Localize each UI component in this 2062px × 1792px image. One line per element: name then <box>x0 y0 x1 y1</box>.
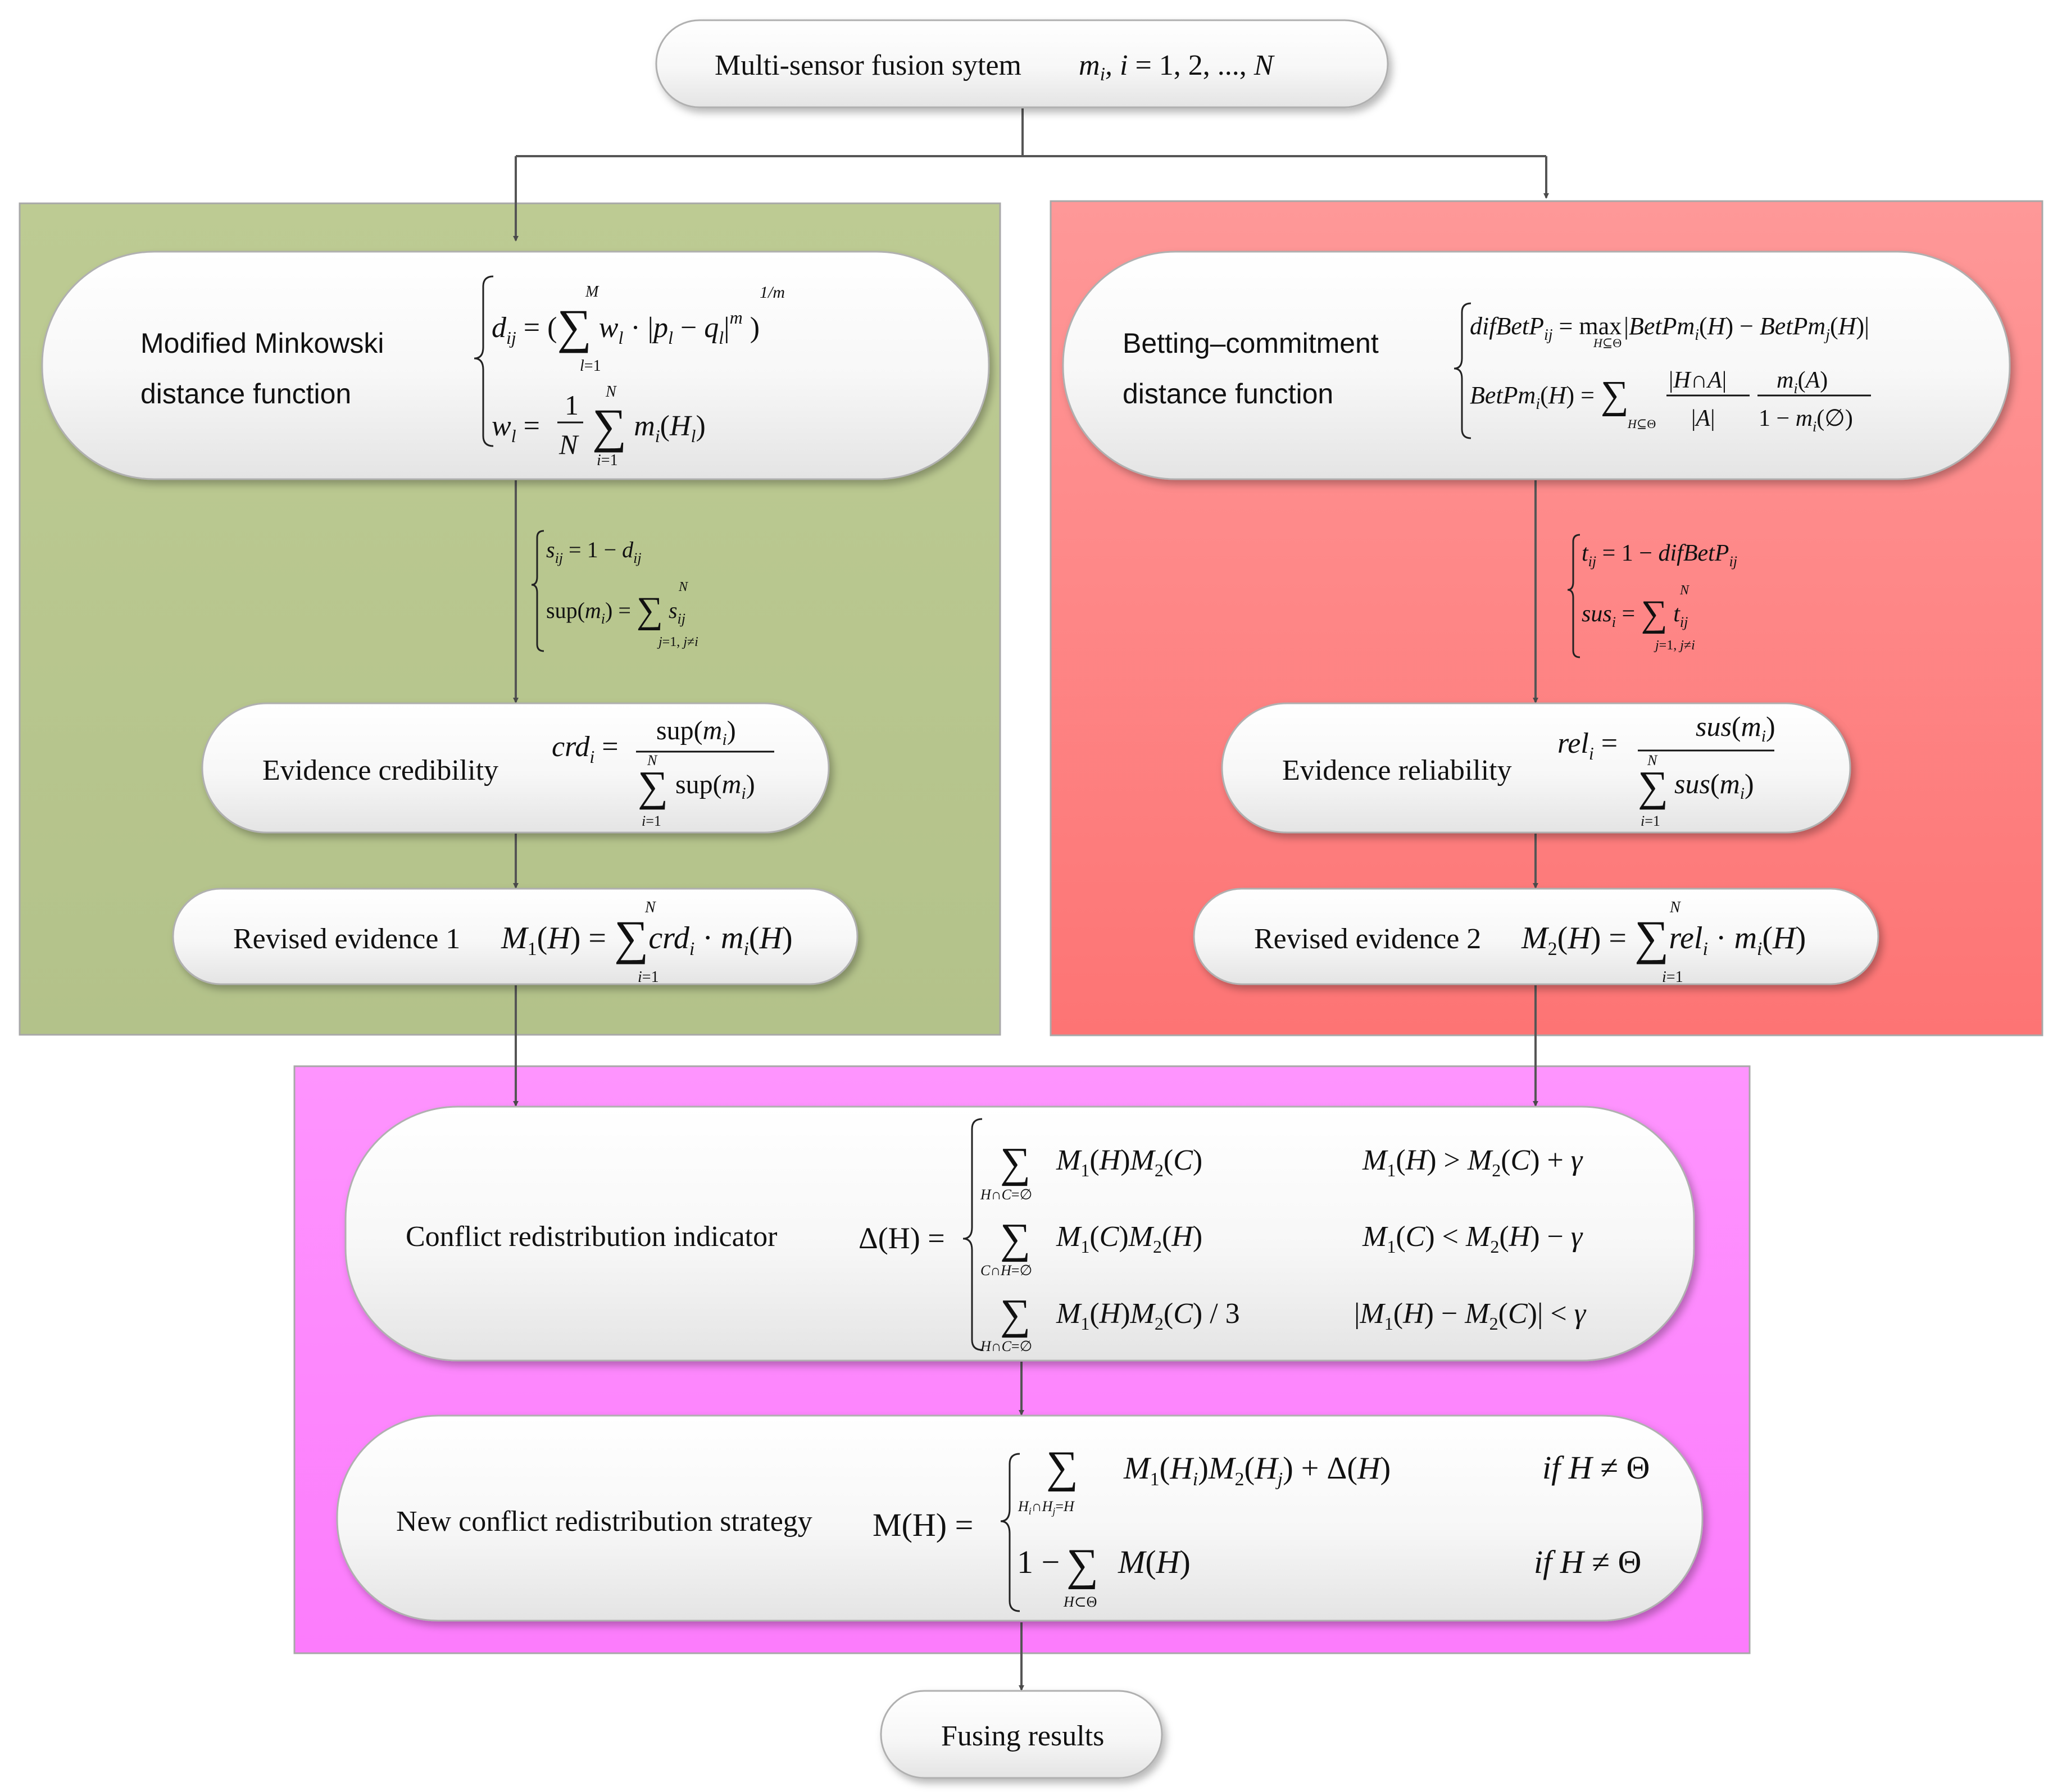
revised-evidence-1-node: Revised evidence 1 M1(H) = ∑crdi · mi(H)… <box>172 888 859 986</box>
svg-text:H⊂Θ: H⊂Θ <box>1063 1594 1097 1610</box>
svg-text:N: N <box>678 580 689 594</box>
svg-text:sus(mi): sus(mi) <box>1674 768 1754 803</box>
revised-evidence-2-label: Revised evidence 2 <box>1254 923 1481 955</box>
redistribution-strategy-lhs: M(H) = <box>873 1507 973 1543</box>
svg-text:i=1: i=1 <box>1662 968 1683 986</box>
svg-text:∑: ∑ <box>1066 1540 1098 1590</box>
betting-label-2: distance function <box>1123 378 1333 410</box>
indicator-case-1: ∑ H∩C=∅ M1(H)M2(C) M1(H) > M2(C) + γ <box>980 1139 1583 1203</box>
conflict-indicator-label: Conflict redistribution indicator <box>406 1221 777 1253</box>
svg-text:N: N <box>644 899 656 916</box>
svg-text:N: N <box>647 752 658 768</box>
svg-text:1: 1 <box>565 389 579 421</box>
credibility-node: Evidence credibility crdi = sup(mi) ∑ su… <box>201 702 830 834</box>
svg-text:crdi =: crdi = <box>552 731 619 767</box>
svg-text:mi(A): mi(A) <box>1777 367 1828 397</box>
minkowski-label-1: Modified Minkowski <box>140 328 384 359</box>
betting-label-1: Betting–commitment <box>1123 328 1379 359</box>
svg-text:sus(mi): sus(mi) <box>1696 711 1775 745</box>
top-node: Multi-sensor fusion sytem mi, i = 1, 2, … <box>655 19 1389 108</box>
svg-text:H⊆Θ: H⊆Θ <box>1593 336 1622 350</box>
result-label: Fusing results <box>941 1720 1104 1752</box>
conflict-indicator-lhs: Δ(H) = <box>859 1221 945 1255</box>
svg-text:|A|: |A| <box>1691 406 1715 431</box>
svg-text:N: N <box>558 429 579 460</box>
svg-text:l=1: l=1 <box>580 357 601 375</box>
svg-text:j=1, j≠i: j=1, j≠i <box>1654 638 1695 653</box>
reliability-label: Evidence reliability <box>1282 754 1512 786</box>
svg-text:N: N <box>605 383 617 401</box>
svg-text:reli =: reli = <box>1557 727 1618 763</box>
top-node-label: Multi-sensor fusion sytem <box>715 49 1021 81</box>
svg-text:M(H): M(H) <box>1118 1544 1191 1580</box>
right-support-formula: tij = 1 − difBetPij susi = ∑ tij N j=1, … <box>1567 534 1737 658</box>
svg-text:∑: ∑ <box>1638 763 1668 810</box>
svg-text:i=1: i=1 <box>638 968 659 986</box>
svg-text:∑: ∑ <box>1000 1291 1030 1338</box>
svg-text:M1(H)M2(C) / 3: M1(H)M2(C) / 3 <box>1056 1298 1240 1334</box>
svg-text:1 − mi(∅): 1 − mi(∅) <box>1759 406 1853 435</box>
svg-text:∑: ∑ <box>1000 1215 1030 1262</box>
revised-evidence-1-label: Revised evidence 1 <box>233 923 460 955</box>
svg-text:if H ≠ Θ: if H ≠ Θ <box>1542 1449 1650 1486</box>
svg-text:H⊆Θ: H⊆Θ <box>1627 417 1656 431</box>
svg-text:|M1(H) − M2(C)| < γ: |M1(H) − M2(C)| < γ <box>1354 1298 1587 1334</box>
redistribution-strategy-node: New conflict redistribution strategy M(H… <box>336 1415 1704 1622</box>
svg-text:H∩C=∅: H∩C=∅ <box>980 1186 1032 1203</box>
svg-text:∑: ∑ <box>1046 1443 1078 1492</box>
svg-text:i=1: i=1 <box>597 452 618 469</box>
svg-text:∑: ∑ <box>638 763 668 810</box>
svg-text:M1(C) < M2(H) − γ: M1(C) < M2(H) − γ <box>1362 1221 1583 1257</box>
svg-text:1 −: 1 − <box>1017 1544 1060 1580</box>
svg-text:M1(H) > M2(C) + γ: M1(H) > M2(C) + γ <box>1362 1144 1583 1180</box>
reliability-node: Evidence reliability reli = sus(mi) ∑ su… <box>1221 702 1851 834</box>
indicator-case-2: ∑ C∩H=∅ M1(C)M2(H) M1(C) < M2(H) − γ <box>980 1215 1583 1279</box>
svg-text:N: N <box>1647 752 1658 768</box>
strategy-case-1: ∑ Hi∩Hj=H M1(Hi)M2(Hj) + Δ(H) if H ≠ Θ <box>1018 1443 1650 1517</box>
svg-text:susi = ∑ tij: susi = ∑ tij <box>1582 593 1688 634</box>
conflict-indicator-node: Conflict redistribution indicator Δ(H) =… <box>344 1106 1695 1362</box>
svg-text:M1(Hi)M2(Hj) + Δ(H): M1(Hi)M2(Hj) + Δ(H) <box>1123 1451 1391 1490</box>
minkowski-label-2: distance function <box>140 378 351 410</box>
svg-text:M1(C)M2(H): M1(C)M2(H) <box>1056 1221 1202 1257</box>
betting-node: Betting–commitment distance function dif… <box>1062 251 2011 480</box>
svg-text:if H ≠ Θ: if H ≠ Θ <box>1534 1544 1641 1580</box>
svg-text:∑: ∑ <box>1000 1139 1030 1186</box>
top-node-formula: mi, i = 1, 2, ..., N <box>1079 49 1275 85</box>
credibility-label: Evidence credibility <box>262 754 498 786</box>
revised-evidence-2-node: Revised evidence 2 M2(H) = ∑reli · mi(H)… <box>1193 888 1879 986</box>
redistribution-strategy-label: New conflict redistribution strategy <box>396 1506 812 1538</box>
minkowski-eq2: wl = ∑ mi(Hl) <box>492 399 706 453</box>
result-node: Fusing results <box>880 1690 1163 1779</box>
svg-text:i=1: i=1 <box>1641 813 1660 829</box>
svg-text:M: M <box>585 283 599 301</box>
strategy-case-2: 1 − ∑ H⊂Θ M(H) if H ≠ Θ <box>1017 1540 1641 1610</box>
svg-text:tij = 1 − difBetPij: tij = 1 − difBetPij <box>1582 540 1737 570</box>
minkowski-node: Modified Minkowski distance function dij… <box>41 251 990 480</box>
indicator-case-3: ∑ H∩C=∅ M1(H)M2(C) / 3 |M1(H) − M2(C)| <… <box>980 1291 1587 1354</box>
connectors <box>513 108 1549 1691</box>
svg-text:H∩C=∅: H∩C=∅ <box>980 1338 1032 1354</box>
svg-text:sij = 1 − dij: sij = 1 − dij <box>546 537 642 566</box>
svg-text:i=1: i=1 <box>642 813 661 829</box>
svg-text:N: N <box>1679 583 1690 598</box>
svg-text:difBetPij = max|BetPmi(H) − Be: difBetPij = max|BetPmi(H) − BetPmj(H)| <box>1470 312 1869 344</box>
svg-text:|H∩A|: |H∩A| <box>1669 367 1727 393</box>
svg-text:Hi∩Hj=H: Hi∩Hj=H <box>1018 1498 1075 1517</box>
minkowski-eq1: dij = (∑ wl · |pl − ql|m )1/m <box>492 283 785 353</box>
svg-text:N: N <box>1669 899 1681 916</box>
svg-text:C∩H=∅: C∩H=∅ <box>980 1262 1032 1279</box>
svg-text:j=1, j≠i: j=1, j≠i <box>657 635 698 649</box>
svg-text:M1(H)M2(C): M1(H)M2(C) <box>1056 1144 1202 1180</box>
